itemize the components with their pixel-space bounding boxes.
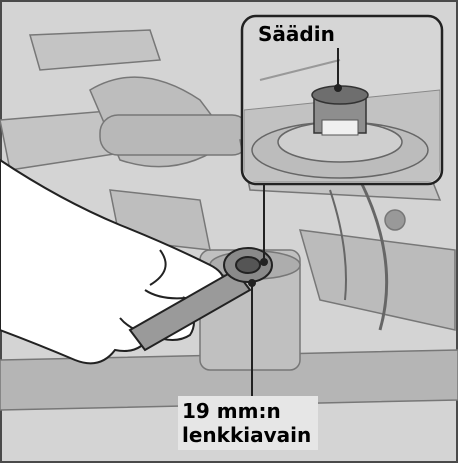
- bolt-1: [385, 210, 405, 230]
- inset-pointer-dot: [260, 258, 268, 266]
- adjuster-label: Säädin: [258, 22, 335, 46]
- wrench-label: 19 mm:n lenkkiavain: [182, 399, 311, 447]
- wrench-pointer-dot: [248, 279, 256, 287]
- wrench-label-line2: lenkkiavain: [182, 423, 311, 447]
- handlebar-tube: [100, 115, 250, 155]
- wrench-label-line1: 19 mm:n: [182, 399, 311, 423]
- adjuster-pointer-dot: [334, 84, 342, 92]
